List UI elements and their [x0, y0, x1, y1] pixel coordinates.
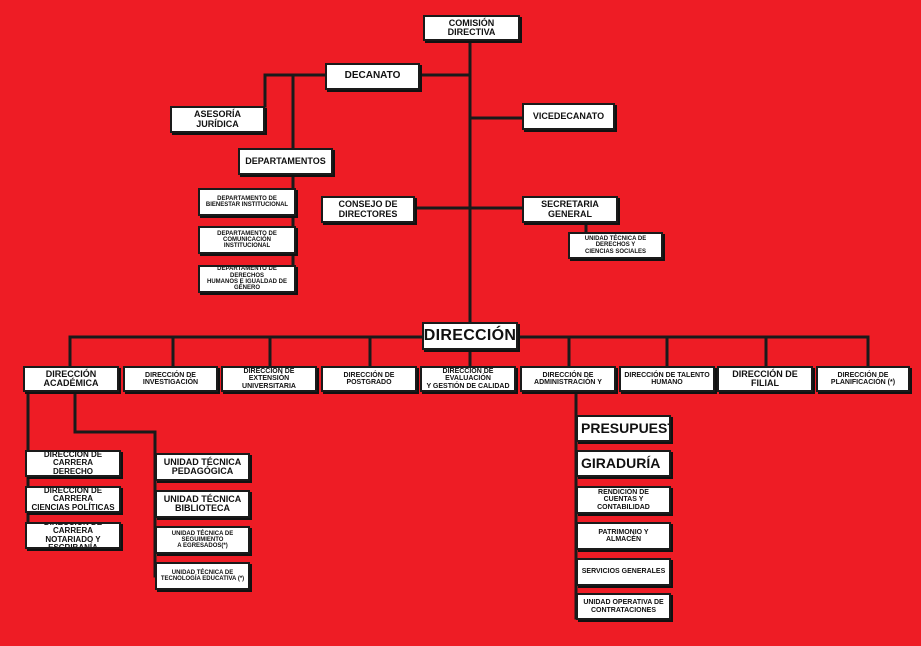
patrimonio-almacen-box: PATRIMONIO Y ALMACÉN	[576, 522, 671, 550]
vicedecanato-box: VICEDECANATO	[522, 103, 615, 130]
ut-seguimiento-box: UNIDAD TÉCNICA DE SEGUIMIENTO A EGRESADO…	[155, 526, 250, 554]
contrataciones-box: UNIDAD OPERATIVA DE CONTRATACIONES	[576, 593, 671, 620]
dept-ddhh-box: DEPARTAMENTO DE DERECHOS HUMANOS E IGUAL…	[198, 265, 296, 293]
ut-biblioteca-box: UNIDAD TÉCNICA BIBLIOTECA	[155, 490, 250, 518]
rendicion-cuentas-box: RENDICIÓN DE CUENTAS Y CONTABILIDAD	[576, 486, 671, 514]
direccion-evaluacion-box: DIRECCIÓN DE EVALUACIÓN Y GESTIÓN DE CAL…	[420, 366, 516, 392]
departamentos-box: DEPARTAMENTOS	[238, 148, 333, 175]
direccion-administracion-box: DIRECCIÓN DE ADMINISTRACIÓN Y	[520, 366, 616, 392]
dept-bienestar-box: DEPARTAMENTO DE BIENESTAR INSTITUCIONAL	[198, 188, 296, 216]
direccion-postgrado-box: DIRECCIÓN DE POSTGRADO	[321, 366, 417, 392]
presupuesto-box: PRESUPUESTO	[576, 415, 671, 442]
decanato-box: DECANATO	[325, 63, 420, 90]
giraduria-box: GIRADURÍA	[576, 450, 671, 477]
direccion-planificacion-box: DIRECCIÓN DE PLANIFICACIÓN (*)	[816, 366, 910, 392]
servicios-generales-box: SERVICIOS GENERALES	[576, 558, 671, 586]
unidad-tecnica-ddhh-box: UNIDAD TÉCNICA DE DERECHOS Y CIENCIAS SO…	[568, 232, 663, 259]
ut-pedagogica-box: UNIDAD TÉCNICA PEDAGÓGICA	[155, 453, 250, 481]
comision-directiva-box: COMISIÓN DIRECTIVA	[423, 15, 520, 41]
direccion-academica-box: DIRECCIÓN ACADÉMICA	[23, 366, 119, 392]
direccion-extension-box: DIRECCIÓN DE EXTENSIÓN UNIVERSITARIA	[221, 366, 317, 392]
carrera-politicas-box: DIRECCIÓN DE CARRERA CIENCIAS POLÍTICAS	[25, 486, 121, 513]
carrera-notariado-box: DIRECCIÓN DE CARRERA NOTARIADO Y ESCRIBA…	[25, 522, 121, 549]
ut-tecnologia-box: UNIDAD TÉCNICA DE TECNOLOGÍA EDUCATIVA (…	[155, 562, 250, 590]
direccion-box: DIRECCIÓN	[422, 322, 518, 350]
consejo-directores-box: CONSEJO DE DIRECTORES	[321, 196, 415, 223]
dept-comunicacion-box: DEPARTAMENTO DE COMUNICACIÓN INSTITUCION…	[198, 226, 296, 254]
direccion-talento-box: DIRECCIÓN DE TALENTO HUMANO	[619, 366, 715, 392]
direccion-filial-box: DIRECCIÓN DE FILIAL	[717, 366, 813, 392]
secretaria-general-box: SECRETARIA GENERAL	[522, 196, 618, 223]
asesoria-juridica-box: ASESORÍA JURÍDICA	[170, 106, 265, 133]
direccion-investigacion-box: DIRECCIÓN DE INVESTIGACIÓN	[123, 366, 218, 392]
carrera-derecho-box: DIRECCIÓN DE CARRERA DERECHO	[25, 450, 121, 477]
